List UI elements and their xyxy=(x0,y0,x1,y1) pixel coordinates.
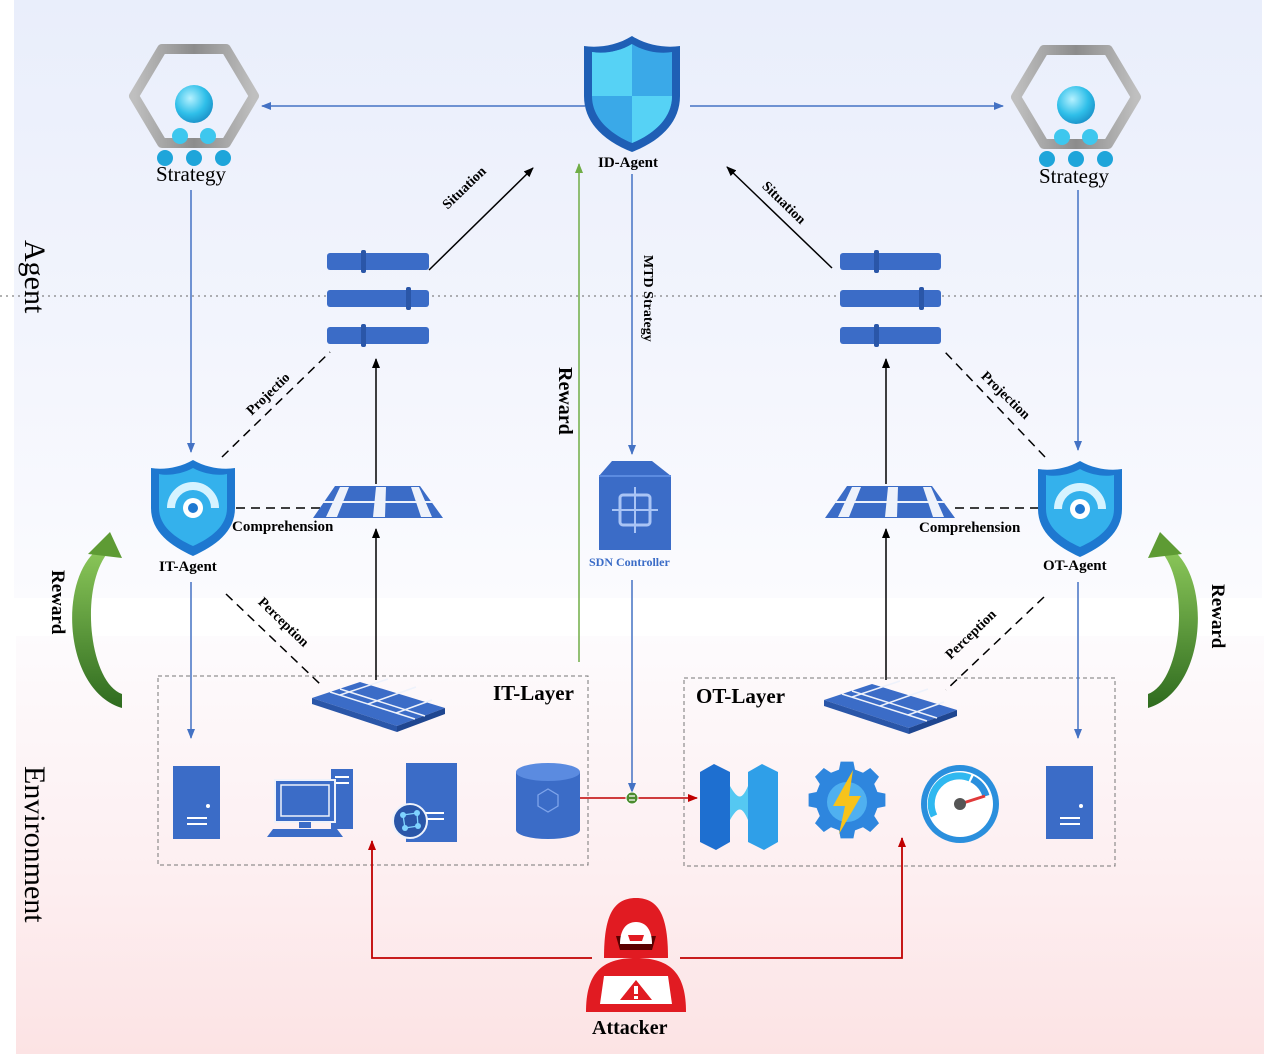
reward-right-label: Reward xyxy=(1207,584,1228,649)
ot-bridge-icon xyxy=(700,764,778,850)
reward-right-curve-icon xyxy=(1148,532,1198,708)
ot-function-gear-icon xyxy=(808,761,886,839)
perception-tiles-right-icon xyxy=(824,680,957,734)
it-agent-shield-icon xyxy=(151,460,235,556)
reward-left-label: Reward xyxy=(47,570,68,635)
ot-agent-shield-icon xyxy=(1038,461,1122,557)
it-layer-title: IT-Layer xyxy=(493,681,574,705)
projection-right-line xyxy=(944,351,1046,458)
strategy-left-icon xyxy=(129,44,259,166)
situation-left-arrow xyxy=(428,167,534,271)
ot-server-icon xyxy=(1046,766,1093,839)
perception-right-line xyxy=(945,596,1045,691)
mtd-strategy-label: MTD Strategy xyxy=(640,255,655,342)
attacker-to-ot-arrow xyxy=(680,837,906,959)
agent-zone-label: Agent xyxy=(18,240,51,314)
id-agent-label: ID-Agent xyxy=(598,155,658,171)
perception-left-line xyxy=(225,593,321,685)
environment-zone-label: Environment xyxy=(18,766,51,923)
reward-center-label: Reward xyxy=(554,367,576,435)
attacker-to-it-arrow xyxy=(368,840,592,959)
situation-bars-right-icon xyxy=(840,250,941,347)
attacker-icon xyxy=(586,898,686,1012)
ot-agent-label: OT-Agent xyxy=(1043,558,1107,574)
it-workstation-icon xyxy=(267,769,353,837)
it-database-icon xyxy=(516,763,580,839)
strategy-left-label: Strategy xyxy=(156,162,226,186)
comprehension-left-label: Comprehension xyxy=(232,519,334,535)
reward-left-curve-icon xyxy=(72,532,122,708)
id-agent-shield-icon xyxy=(584,36,680,152)
comprehension-grid-left-icon xyxy=(313,486,443,518)
comprehension-right-label: Comprehension xyxy=(919,520,1021,536)
strategy-right-icon xyxy=(1011,45,1141,167)
perception-tiles-left-icon xyxy=(312,678,445,732)
ot-layer-box xyxy=(683,677,1116,867)
ot-layer-title: OT-Layer xyxy=(696,684,786,708)
attacker-label: Attacker xyxy=(592,1017,668,1039)
projection-left-line xyxy=(221,351,331,458)
ot-speedometer-icon xyxy=(921,765,999,843)
it-layer-box xyxy=(157,675,589,866)
sdn-controller-label: SDN Controller xyxy=(589,555,670,569)
sdn-controller-icon xyxy=(599,461,671,550)
switch-node-icon xyxy=(625,791,639,805)
comprehension-grid-right-icon xyxy=(825,486,955,518)
it-agent-label: IT-Agent xyxy=(159,559,217,575)
situation-right-arrow xyxy=(726,166,833,269)
it-web-server-icon xyxy=(392,763,457,842)
strategy-right-label: Strategy xyxy=(1039,164,1109,188)
it-server-icon xyxy=(173,766,220,839)
situation-bars-left-icon xyxy=(327,250,429,347)
